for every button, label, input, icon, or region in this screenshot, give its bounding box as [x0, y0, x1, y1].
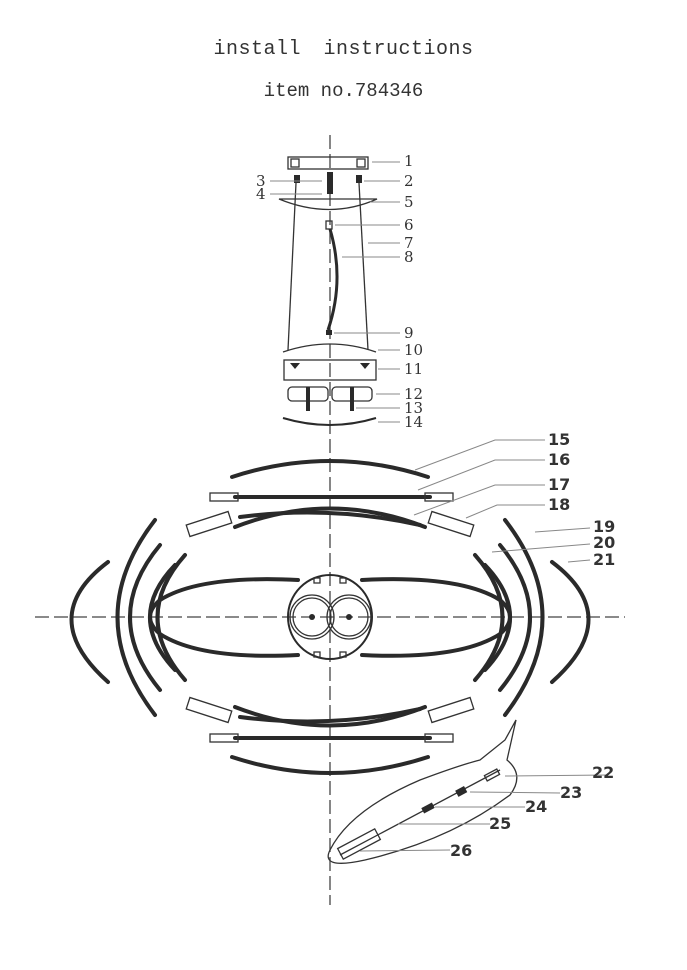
svg-text:17: 17 [548, 475, 570, 494]
svg-text:15: 15 [548, 430, 570, 449]
svg-text:8: 8 [404, 248, 414, 266]
item-number: item no.784346 [263, 80, 424, 102]
svg-text:26: 26 [450, 841, 472, 860]
svg-text:11: 11 [404, 360, 423, 378]
svg-text:14: 14 [404, 413, 423, 431]
svg-text:10: 10 [404, 341, 423, 359]
svg-text:5: 5 [404, 193, 414, 211]
svg-text:4: 4 [256, 185, 266, 203]
detail-callout: 22 23 24 25 26 [327, 719, 614, 864]
svg-text:13: 13 [404, 399, 423, 417]
svg-text:23: 23 [560, 783, 582, 802]
svg-text:22: 22 [592, 763, 614, 782]
svg-text:16: 16 [548, 450, 570, 469]
svg-text:9: 9 [404, 324, 414, 342]
svg-text:21: 21 [593, 550, 615, 569]
arms [69, 459, 591, 775]
svg-text:20: 20 [593, 533, 615, 552]
svg-text:18: 18 [548, 495, 570, 514]
svg-text:3: 3 [256, 172, 266, 190]
svg-text:24: 24 [525, 797, 547, 816]
svg-text:1: 1 [404, 152, 414, 170]
upper-labels: 1 2 3 4 5 6 7 8 9 10 11 12 13 14 [256, 152, 423, 431]
arm-labels: 15 16 17 18 19 20 21 [413, 430, 615, 569]
svg-text:2: 2 [404, 172, 414, 190]
svg-text:12: 12 [404, 385, 423, 403]
svg-text:19: 19 [593, 517, 615, 536]
document-title: install instructions [213, 38, 474, 61]
svg-text:6: 6 [404, 216, 414, 234]
svg-text:25: 25 [489, 814, 511, 833]
svg-text:7: 7 [404, 234, 414, 252]
hub [287, 574, 373, 660]
canopy-assembly [278, 156, 378, 426]
